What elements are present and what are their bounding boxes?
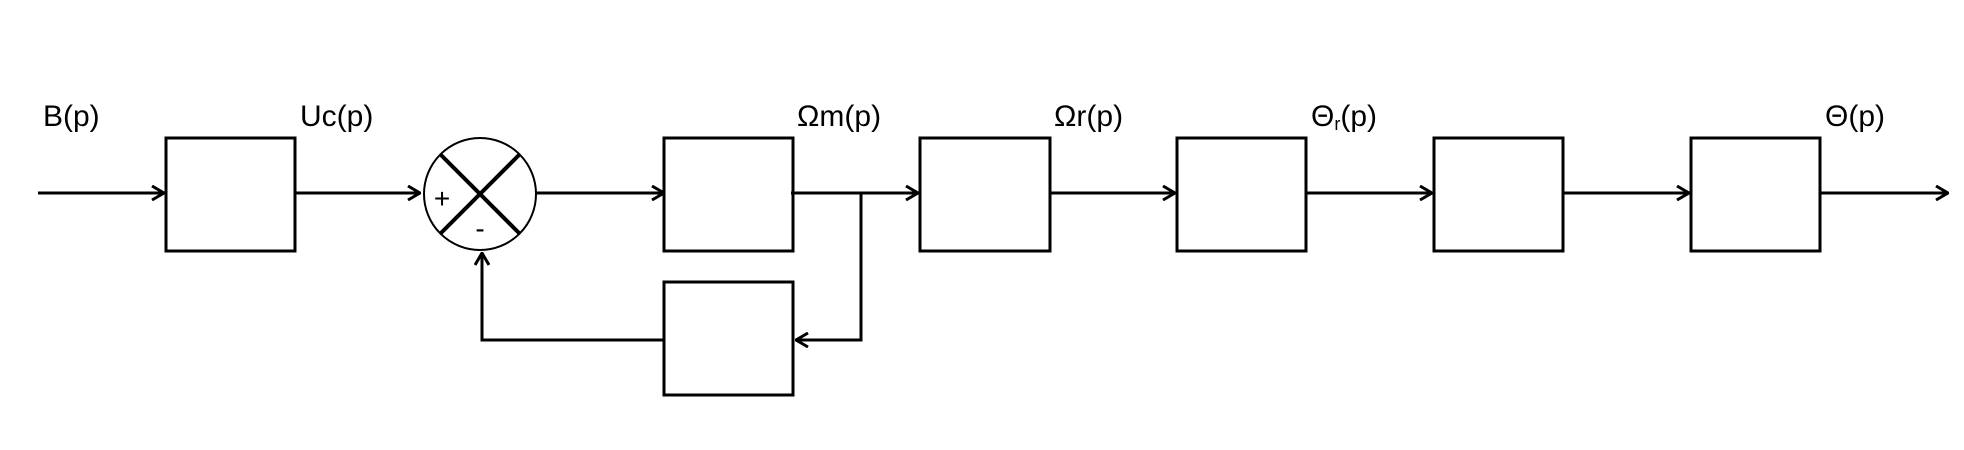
label-theta-r: Θr(p) <box>1311 100 1377 134</box>
feedback-pickoff-line <box>796 193 863 340</box>
block-5 <box>1432 136 1565 253</box>
summing-junction-cross-b <box>438 152 522 236</box>
block-3 <box>918 136 1052 253</box>
label-theta-r-tail: (p) <box>1340 100 1377 133</box>
feedback-block <box>662 280 795 397</box>
summing-junction <box>423 137 537 251</box>
label-omega-r: Ωr(p) <box>1054 100 1123 133</box>
label-theta-r-subscript: r <box>1334 114 1340 134</box>
label-uc: Uc(p) <box>300 100 373 133</box>
label-theta: Θ(p) <box>1825 100 1885 133</box>
block-6 <box>1689 136 1822 253</box>
label-theta-r-main: Θ <box>1311 100 1334 133</box>
label-omega-m: Ωm(p) <box>797 100 881 133</box>
summing-minus-sign: - <box>475 213 484 244</box>
block-4 <box>1175 136 1308 253</box>
feedback-return-line <box>482 253 663 342</box>
block-2 <box>662 136 795 253</box>
block-1 <box>164 136 297 253</box>
label-b: B(p) <box>43 100 100 133</box>
summing-plus-sign: + <box>434 183 450 214</box>
